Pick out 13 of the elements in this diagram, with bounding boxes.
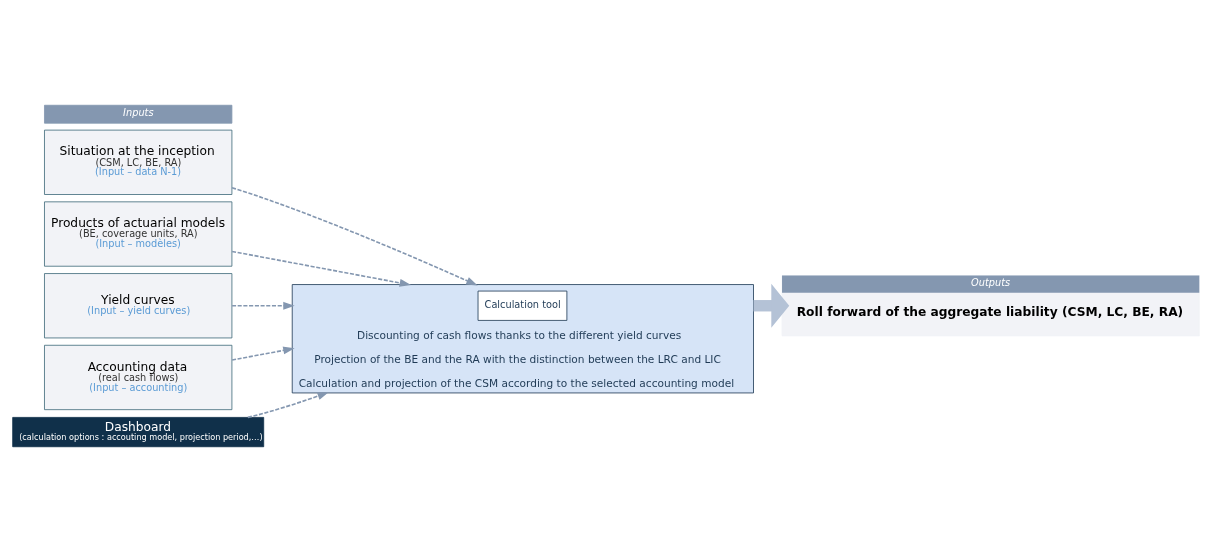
arrow xyxy=(231,346,295,361)
node-box: Situation at the inception (CSM, LC, BE, RA) (Input – data N-1) xyxy=(44,129,233,195)
arrow xyxy=(753,283,790,328)
node-box: Yield curves (Input – yield curves) xyxy=(44,273,233,339)
node-box: Calculation tool xyxy=(477,290,568,321)
node-box: Products of actuarial models (BE, coverage units, RA) (Input – modèles) xyxy=(44,201,233,267)
node-box: Inputs xyxy=(44,104,233,124)
arrow xyxy=(247,392,329,419)
arrow xyxy=(231,250,412,287)
node-box: Dashboard (calculation options : accouting model, projection period,…) xyxy=(12,417,265,448)
arrow xyxy=(231,186,478,286)
arrow xyxy=(231,301,295,310)
node-box: Accounting data (real cash flows) (Input – accounting) xyxy=(44,344,233,411)
